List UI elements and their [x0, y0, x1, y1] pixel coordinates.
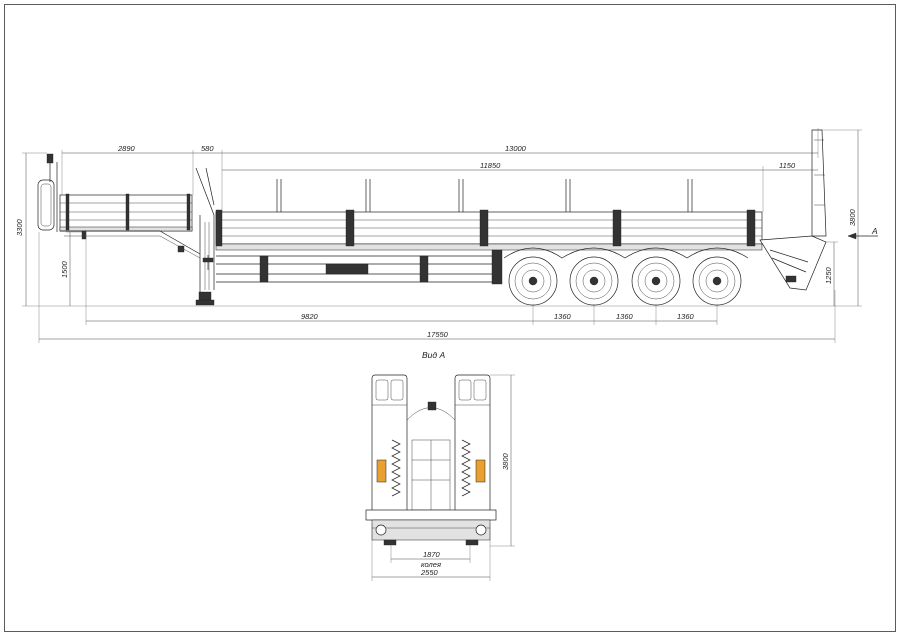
dim-1360-c: 1360 — [677, 312, 695, 321]
dim-1250: 1250 — [824, 266, 833, 284]
wheel-3 — [631, 256, 681, 306]
axle-group — [503, 247, 749, 306]
gooseneck-neck — [195, 167, 215, 306]
view-arrow-label: A — [871, 226, 878, 236]
dim-3800-side: 3800 — [848, 208, 857, 226]
dim-2550: 2550 — [420, 568, 439, 577]
rear-right-ramp — [454, 374, 491, 524]
dim-1360-a: 1360 — [554, 312, 572, 321]
rear-dimensions: 3800 1870 колея 2550 — [371, 374, 515, 581]
dim-1150: 1150 — [779, 161, 796, 170]
side-view: 2890 580 13000 11850 1150 3300 1500 — [15, 128, 878, 343]
dim-track-label: колея — [421, 560, 441, 569]
dim-3800-rear: 3800 — [501, 452, 510, 470]
rear-left-ramp — [371, 374, 408, 524]
dim-1500: 1500 — [60, 260, 69, 278]
dim-11850: 11850 — [480, 161, 501, 170]
side-dimensions: 2890 580 13000 11850 1150 3300 1500 — [15, 128, 878, 343]
dim-580: 580 — [201, 144, 214, 153]
dim-1870: 1870 — [423, 550, 441, 559]
dim-13000: 13000 — [505, 144, 527, 153]
platform-stakes — [276, 179, 693, 212]
dim-9820: 9820 — [301, 312, 319, 321]
wheel-4 — [692, 256, 742, 306]
wheel-1 — [508, 256, 558, 306]
dim-2890: 2890 — [117, 144, 136, 153]
rear-center-frame — [365, 401, 497, 546]
dim-17550: 17550 — [427, 330, 449, 339]
front-spare-wheel — [37, 153, 58, 232]
rear-view-title: Вид А — [422, 350, 445, 360]
sheet-frame — [4, 4, 896, 632]
wheel-2 — [569, 256, 619, 306]
under-frame — [216, 249, 503, 285]
rear-view: Вид А — [365, 350, 515, 581]
gooseneck-deck — [59, 193, 201, 259]
main-platform — [215, 209, 763, 251]
dim-1360-b: 1360 — [616, 312, 634, 321]
rear-ramp — [759, 129, 827, 291]
dim-3300: 3300 — [15, 218, 24, 236]
